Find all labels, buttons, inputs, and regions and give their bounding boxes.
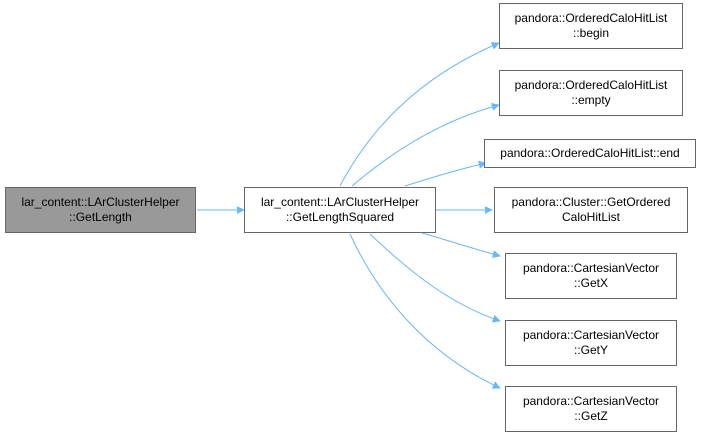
edge-mid-to-gety — [369, 233, 501, 323]
node-orderedcalohitlist-begin[interactable]: pandora::OrderedCaloHitList ::begin — [499, 3, 683, 49]
node-empty-line1: pandora::OrderedCaloHitList — [514, 78, 668, 92]
node-getordered-line1: pandora::Cluster::GetOrdered — [511, 195, 671, 209]
node-gety-line2: ::GetY — [573, 343, 608, 357]
node-getx-line2: ::GetX — [573, 276, 608, 290]
node-getz-line1: pandora::CartesianVector — [522, 394, 660, 408]
node-gety-line1: pandora::CartesianVector — [522, 328, 660, 342]
node-getordered-line2: CaloHitList — [561, 210, 621, 224]
node-getlength-line1: lar_content::LArClusterHelper — [21, 195, 180, 209]
edge-mid-to-end — [404, 160, 487, 187]
node-end-line1: pandora::OrderedCaloHitList::end — [500, 146, 680, 160]
node-getlength[interactable]: lar_content::LArClusterHelper ::GetLengt… — [5, 187, 196, 233]
node-orderedcalohitlist-end[interactable]: pandora::OrderedCaloHitList::end — [484, 139, 696, 168]
edge-mid-to-begin — [339, 42, 500, 187]
edge-mid-to-empty — [351, 102, 500, 187]
node-empty-line2: ::empty — [571, 93, 611, 107]
node-cartesianvector-getz[interactable]: pandora::CartesianVector ::GetZ — [505, 386, 677, 432]
node-getz-line2: ::GetZ — [574, 409, 608, 423]
node-cluster-getorderedcalohitlist[interactable]: pandora::Cluster::GetOrdered CaloHitList — [494, 187, 688, 233]
node-getx-line1: pandora::CartesianVector — [522, 261, 660, 275]
edge-mid-to-getz — [349, 233, 501, 389]
node-cartesianvector-getx[interactable]: pandora::CartesianVector ::GetX — [505, 253, 677, 299]
node-getlengthsquared-line1: lar_content::LArClusterHelper — [260, 195, 420, 209]
node-cartesianvector-gety[interactable]: pandora::CartesianVector ::GetY — [505, 320, 677, 366]
node-getlengthsquared-line2: ::GetLengthSquared — [285, 210, 395, 224]
node-begin-line1: pandora::OrderedCaloHitList — [514, 11, 668, 25]
node-getlength-line2: ::GetLength — [69, 210, 132, 224]
edge-mid-to-getx — [421, 232, 501, 258]
node-getlengthsquared[interactable]: lar_content::LArClusterHelper ::GetLengt… — [244, 187, 436, 233]
node-orderedcalohitlist-empty[interactable]: pandora::OrderedCaloHitList ::empty — [499, 70, 683, 116]
node-begin-line2: ::begin — [572, 26, 610, 40]
